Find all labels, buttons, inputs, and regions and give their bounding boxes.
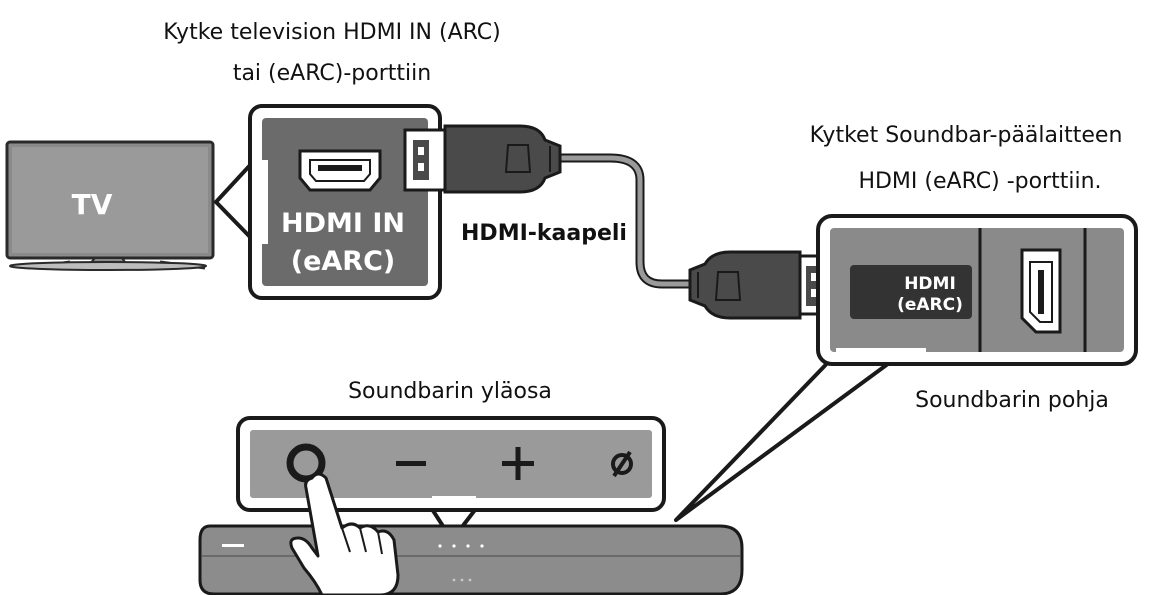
soundbar-top-label: Soundbarin yläosa: [348, 379, 552, 404]
tv-instruction-line1: Kytke television HDMI IN (ARC): [163, 20, 501, 45]
cable-plug-soundbar: [688, 250, 836, 320]
volume-up-button[interactable]: [502, 447, 534, 480]
tv-port-label-line1: HDMI IN: [281, 208, 405, 239]
soundbar-hdmi-port-icon: [1020, 248, 1062, 334]
tv-illustration: TV: [5, 140, 215, 271]
minus-icon: [396, 461, 426, 466]
soundbar-bottom-label: Soundbarin pohja: [915, 388, 1109, 413]
soundbar-instruction-line1: Kytket Soundbar-päälaitteen: [810, 123, 1123, 148]
tv-port-callout: HDMI IN (eARC): [214, 104, 442, 300]
power-button[interactable]: [286, 443, 326, 483]
tv-instruction-line2: tai (eARC)-porttiin: [233, 61, 431, 86]
tv-port-label-line2: (eARC): [291, 246, 396, 277]
hdmi-cable: [403, 124, 836, 320]
source-icon: [611, 450, 633, 478]
soundbar-hdmi-label-box: [850, 265, 972, 319]
soundbar-top-callout: [236, 416, 666, 542]
tv-hdmi-port-icon: [298, 149, 382, 192]
soundbar-body: [198, 524, 744, 595]
source-button[interactable]: [611, 450, 633, 478]
soundbar-port-label-line1: HDMI: [904, 274, 956, 294]
cable-label: HDMI-kaapeli: [461, 221, 627, 246]
soundbar-port-label-line2: (eARC): [897, 295, 963, 315]
volume-down-button[interactable]: [396, 461, 426, 466]
hand-pointer-icon: [289, 472, 400, 595]
soundbar-port-callout: HDMI (eARC): [674, 214, 1138, 522]
soundbar-instruction-line2: HDMI (eARC) -porttiin.: [858, 169, 1101, 194]
tv-label: TV: [72, 188, 113, 221]
cable-plug-tv: [403, 124, 562, 194]
power-icon: [286, 443, 326, 483]
soundbar-top-panel: [250, 430, 652, 498]
